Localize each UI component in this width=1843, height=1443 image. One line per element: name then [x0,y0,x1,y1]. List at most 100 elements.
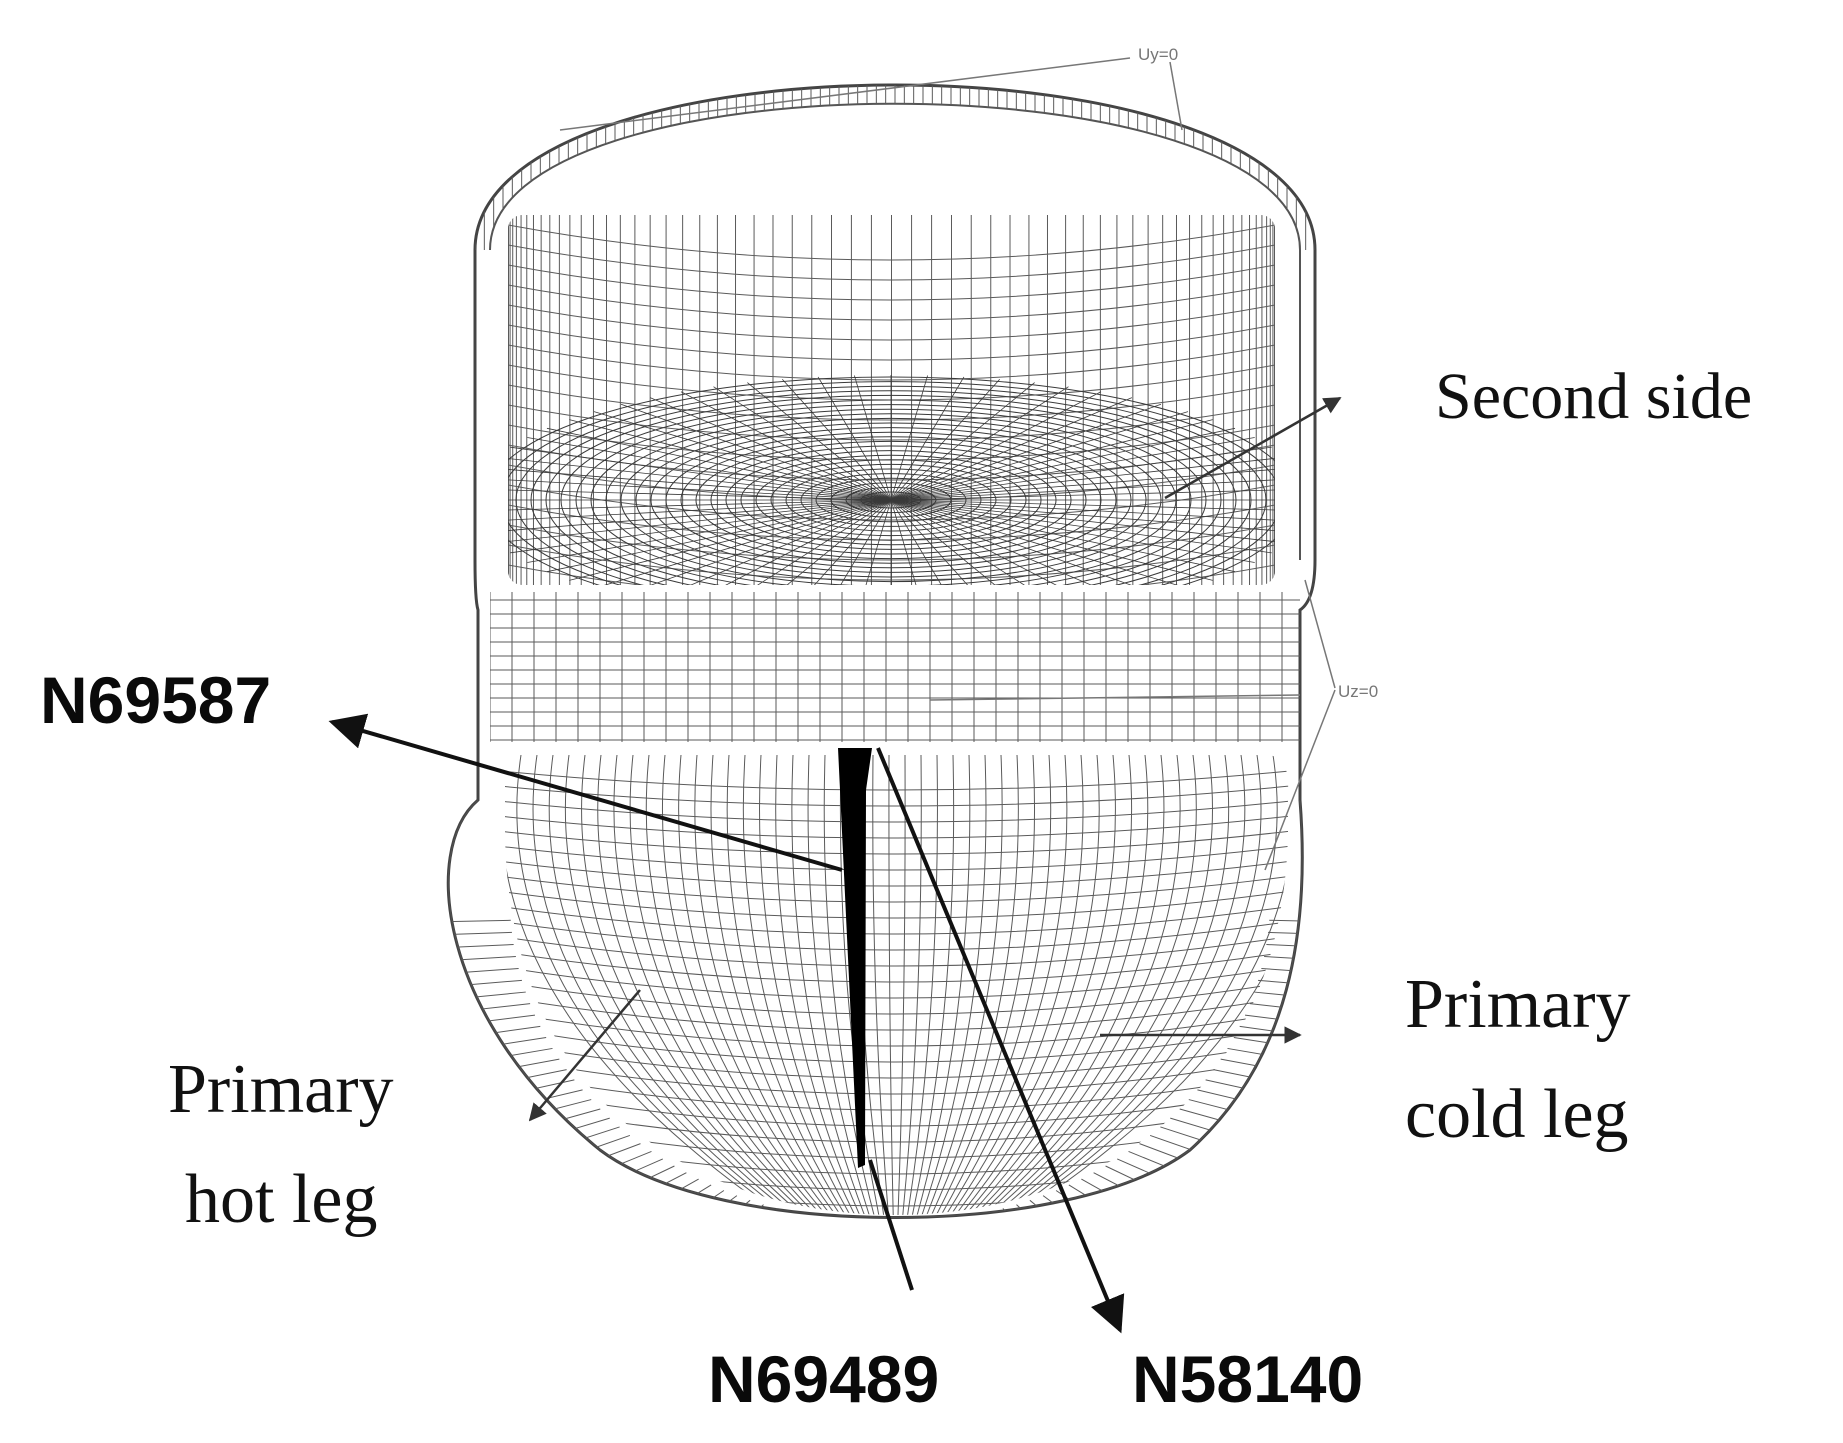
disc-spoke [890,391,1102,501]
outer-radial [555,1126,620,1149]
disc-spoke [854,375,892,501]
outer-radial [1093,1172,1143,1199]
outer-radial [750,1208,778,1218]
outer-radial [1244,1014,1303,1027]
outer-radial [1268,931,1303,936]
outer-radial [531,1108,601,1129]
disc-spoke [569,419,892,501]
bowl-parallel [505,979,1289,1015]
disc-spoke [890,499,1275,512]
disc-spoke [781,378,892,501]
bowl-meridian [969,755,1149,1215]
mesh-ring [508,324,1275,361]
bowl-meridian [629,755,817,1215]
outer-radial [767,1211,792,1218]
outer-radial [1233,1037,1303,1051]
outer-radial [1254,991,1303,1001]
disc-spoke [680,499,892,585]
bowl-parallel [505,994,1289,1031]
label-cold-leg-line2: cold leg [1405,1076,1629,1153]
outer-radial [448,967,519,976]
disc-spoke [781,499,892,585]
bowl-meridian [1008,755,1278,1215]
outer-radial [1227,1047,1303,1063]
outer-radial [784,1214,806,1218]
bowl-parallel [505,1189,1289,1215]
outer-radial [594,1150,652,1175]
outer-radial [668,1184,712,1212]
label-hot-leg-line1: Primary [168,1051,394,1128]
disc-spoke [817,499,892,585]
bowl-meridian [516,755,784,1215]
bowl-meridian [935,755,1035,1215]
bowl-meridian [988,755,1213,1215]
bowl-meridian [742,755,851,1215]
disc-spoke [546,499,892,573]
outer-radial [801,1217,820,1218]
outer-radial [1269,919,1303,923]
outer-radial [489,1069,567,1086]
disc-spoke [890,376,965,501]
disc-spoke [890,382,1035,501]
bowl-meridian [916,755,971,1215]
disc-spoke [890,467,1275,501]
bowl-parallel [505,784,1289,807]
disc-spoke [508,467,892,501]
bowl-meridian [581,755,803,1215]
outer-radial [450,1014,536,1027]
bowl-parallel [505,904,1289,935]
disc-spoke [817,376,892,501]
upper-shell-mesh [475,85,1315,250]
bowl-meridian [759,755,856,1215]
disc-spoke [890,499,1255,563]
disc-spoke [890,499,1213,581]
outer-radial [1160,1126,1225,1149]
outer-radial [448,991,526,1001]
disc-spoke [890,499,1133,585]
outer-radial [543,1117,610,1139]
mesh-ring [508,244,1275,281]
outer-radial [1258,979,1303,989]
bowl-meridian [1017,755,1289,1215]
mesh-ring [508,284,1275,321]
primary-head-mesh [505,755,1289,1215]
bowl-meridian [984,755,1197,1215]
bowl-meridian [694,755,837,1215]
bowl-meridian [872,755,889,1215]
disc-spoke [890,477,1275,501]
label-hot-leg-line2: hot leg [185,1161,377,1238]
disc-spoke [890,419,1213,501]
bowl-parallel [505,799,1289,823]
disc-spoke [890,456,1275,501]
inner-outline [489,102,1301,560]
disc-spoke [890,499,1102,585]
bowl-meridian [964,755,1133,1215]
disc-spoke [890,403,1162,501]
divider-plate [838,748,872,1168]
bowl-parallel [505,1129,1289,1175]
outer-radial [448,944,514,950]
disc-spoke [508,488,892,501]
disc-spoke [890,499,1162,585]
bowl-parallel [505,1159,1289,1207]
bowl-parallel [505,814,1289,839]
outer-radial [480,1058,560,1075]
bowl-meridian [998,755,1246,1215]
disc-spoke [569,499,892,581]
bowl-meridian [911,755,955,1215]
disc-spoke [649,499,892,585]
bowl-meridian [548,755,793,1215]
label-node-n69587: N69587 [40,663,271,737]
bowl-meridian [791,755,865,1215]
bowl-parallel [505,844,1289,871]
outer-radial [448,979,522,989]
bowl-meridian [1003,755,1262,1215]
bowl-parallel [505,829,1289,855]
disc-spoke [890,499,1275,523]
disc-spoke [680,391,892,501]
outer-radial [568,1134,631,1158]
disc-spoke [747,499,892,585]
disc-spoke [890,375,928,501]
disc-spoke [890,499,1069,585]
